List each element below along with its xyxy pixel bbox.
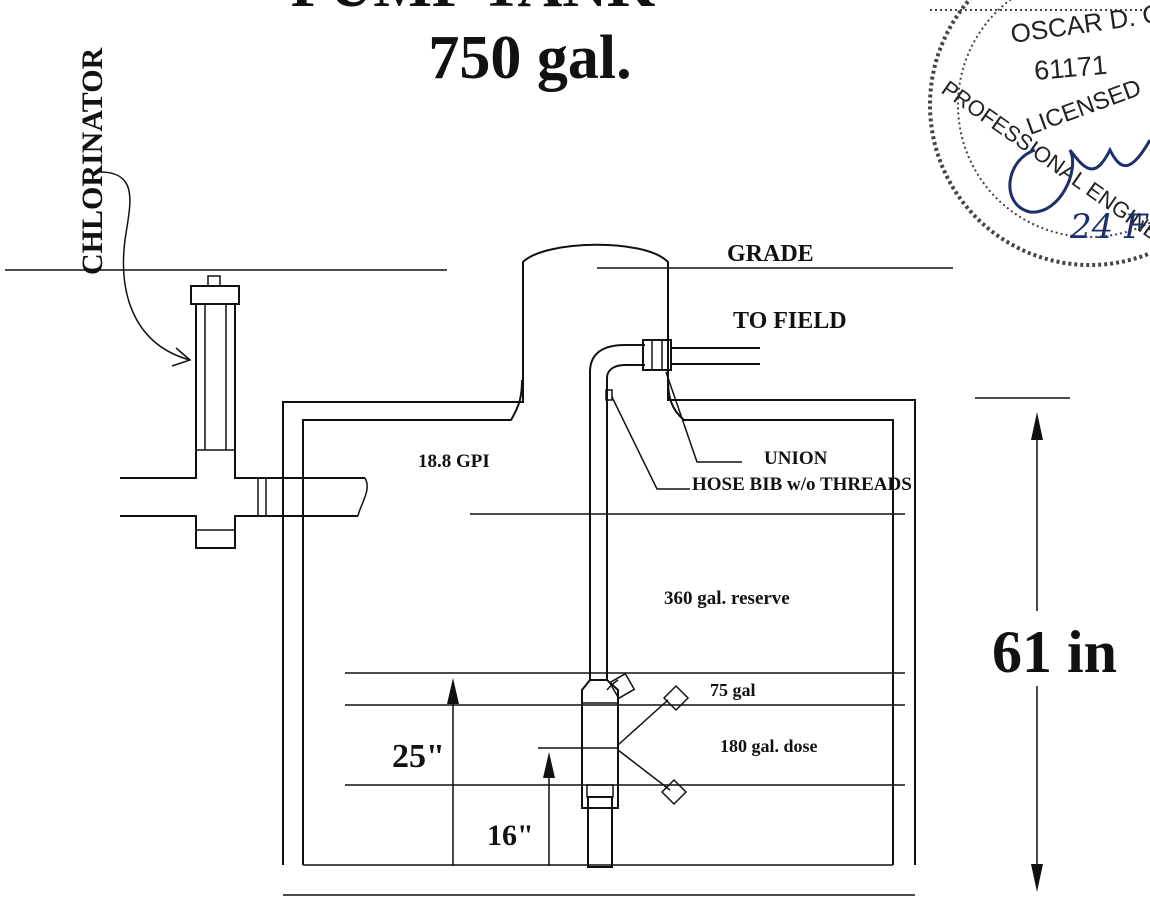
- engineer-seal: OSCAR D. GRAHAM 61171 LICENSED PROFESSIO…: [928, 0, 1150, 267]
- union-label: UNION: [764, 448, 828, 469]
- alarm-volume-label: 75 gal: [710, 680, 756, 700]
- tank-outer-wall: [282, 243, 916, 865]
- tank-inner-wall: [302, 379, 894, 865]
- tank-height-dimension: [975, 397, 1070, 892]
- hose-bib: [605, 389, 613, 401]
- high-float-dimension: [447, 678, 459, 866]
- union-leader: [665, 371, 742, 463]
- float-1: [608, 672, 636, 700]
- seal-engineer-name: OSCAR D. GRAHAM: [1009, 0, 1150, 49]
- hose-bib-label: HOSE BIB w/o THREADS: [692, 474, 912, 495]
- grade-label: GRADE: [727, 241, 814, 267]
- tank-height-label: 61 in: [992, 619, 1117, 685]
- seal-license-number: 61171: [1033, 50, 1108, 86]
- reserve-label: 360 gal. reserve: [664, 588, 790, 609]
- chlorinator-label: CHLORINATOR: [76, 47, 109, 275]
- pump: [581, 679, 619, 868]
- chlorinator-arrow-line: [99, 171, 191, 361]
- to-field-label: TO FIELD: [733, 308, 847, 334]
- discharge-pipe: [589, 339, 760, 680]
- float-1-cord: [606, 679, 619, 691]
- float-2: [662, 684, 690, 712]
- float-3: [660, 778, 688, 806]
- float-3-cord: [617, 749, 671, 791]
- signature-date: 24 F: [1069, 207, 1149, 247]
- hose-bib-leader: [611, 396, 690, 490]
- title-line2: 750 gal.: [428, 24, 631, 92]
- gpi-label: 18.8 GPI: [418, 451, 490, 472]
- float-2-cord: [617, 699, 669, 746]
- high-float-height-label: 25": [392, 738, 445, 775]
- union-fitting: [642, 339, 672, 371]
- low-float-dimension: [543, 752, 555, 866]
- title-line1: PUMP TANK: [291, 0, 656, 20]
- low-float-height-label: 16": [487, 819, 534, 852]
- chlorinator-tube: [120, 275, 368, 549]
- float-switches: [606, 672, 690, 806]
- signature-scribble: [1008, 139, 1150, 214]
- chlorinator-arrowhead: [171, 347, 192, 367]
- dose-volume-label: 180 gal. dose: [720, 736, 818, 756]
